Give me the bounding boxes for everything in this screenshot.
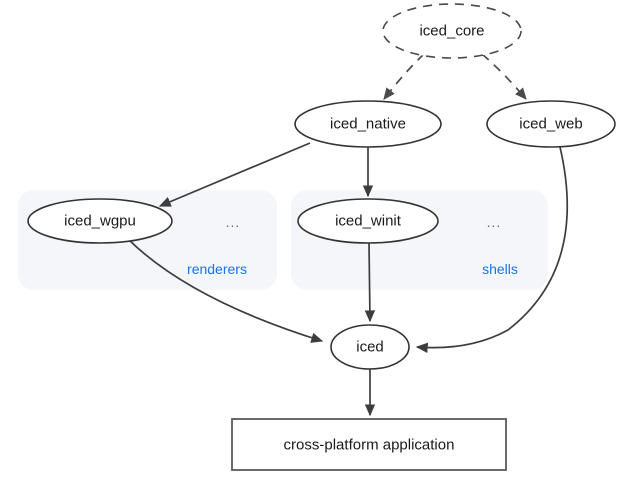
edge-wgpu-to-iced <box>127 238 324 343</box>
edges <box>127 53 569 417</box>
node-shape-iced-core <box>382 3 522 59</box>
node-shape-application <box>231 418 507 471</box>
node-label-iced-winit: iced_winit <box>335 213 402 230</box>
node-label-iced-core: iced_core <box>419 23 484 40</box>
node-shape-iced <box>330 324 410 370</box>
node-label-application: cross-platform application <box>284 437 455 454</box>
node-iced-core[interactable]: iced_core <box>382 3 522 59</box>
edge-core-to-web <box>481 53 527 100</box>
node-iced[interactable]: iced <box>330 324 410 370</box>
ellipsis-renderers-more: ... <box>226 214 241 230</box>
edge-native-to-wgpu <box>158 142 311 207</box>
node-iced-native[interactable]: iced_native <box>294 100 442 148</box>
node-label-iced-wgpu: iced_wgpu <box>64 213 136 230</box>
group-label-shells: shells <box>482 261 518 277</box>
node-label-iced: iced <box>356 339 384 356</box>
node-iced-wgpu[interactable]: iced_wgpu <box>27 198 173 244</box>
ellipsis-shells-more: ... <box>487 214 502 230</box>
node-iced-web[interactable]: iced_web <box>486 100 616 148</box>
edge-core-to-native <box>383 53 425 100</box>
node-label-iced-web: iced_web <box>519 116 582 133</box>
node-shape-iced-web <box>486 100 616 148</box>
node-shape-iced-native <box>294 100 442 148</box>
edge-winit-to-iced <box>364 242 376 323</box>
node-shape-iced-wgpu <box>27 198 173 244</box>
group-label-renderers: renderers <box>187 261 247 277</box>
node-application[interactable]: cross-platform application <box>231 418 507 471</box>
node-iced-winit[interactable]: iced_winit <box>297 198 439 244</box>
edge-web-to-iced <box>415 146 569 354</box>
node-label-iced-native: iced_native <box>330 116 406 133</box>
node-shape-iced-winit <box>297 198 439 244</box>
